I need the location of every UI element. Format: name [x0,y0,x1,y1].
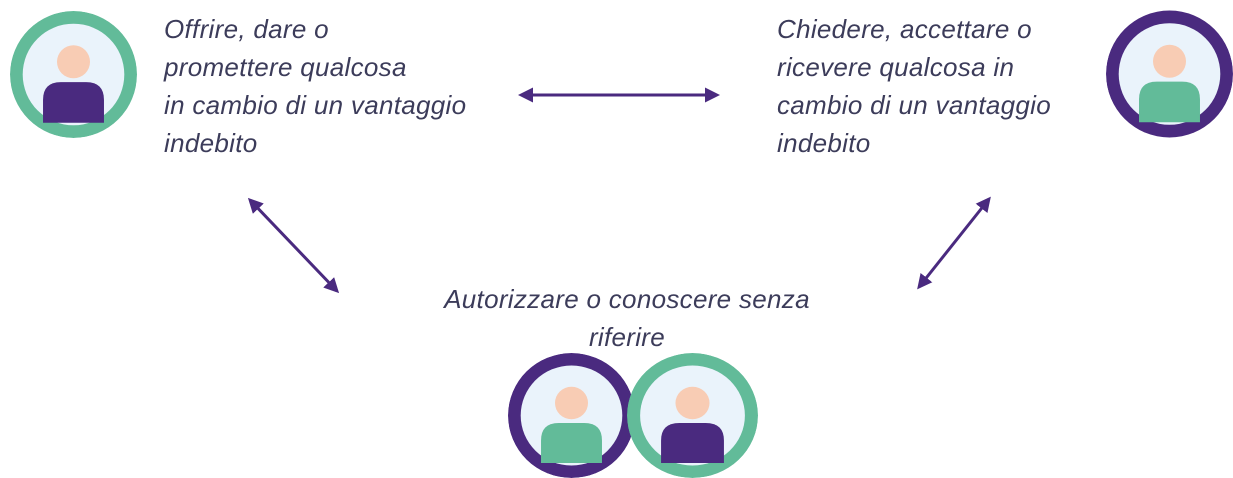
offer-caption-line-1: Offrire, dare o [164,14,329,44]
authorize-caption-line-2: riferire [588,322,666,352]
offer-caption-line-2: promettere qualcosa [164,52,407,82]
request-caption: Chiedere, accettare o ricevere qualcosa … [777,10,1051,162]
arrow-offer-authorize [247,197,340,294]
offer-caption-line-3: in cambio di un vantaggio [164,90,467,120]
authorize-caption: Autorizzare o conoscere senza riferire [412,280,842,356]
receiver-avatar [1106,10,1233,138]
authorizer-avatar-1 [508,353,635,478]
person-icon [10,11,137,138]
request-caption-line-1: Chiedere, accettare o [777,14,1032,44]
arrow-request-authorize [917,196,991,290]
giver-avatar [10,11,137,138]
authorize-caption-line-1: Autorizzare o conoscere senza [444,284,810,314]
offer-caption: Offrire, dare o promettere qualcosa in c… [164,10,466,162]
person-icon [627,353,758,478]
person-icon [1106,10,1233,138]
request-caption-line-3: cambio di un vantaggio [777,90,1052,120]
person-icon [508,353,635,478]
request-caption-line-4: indebito [777,128,871,158]
request-caption-line-2: ricevere qualcosa in [777,52,1015,82]
offer-caption-line-4: indebito [164,128,258,158]
authorizer-avatar-2 [627,353,758,478]
